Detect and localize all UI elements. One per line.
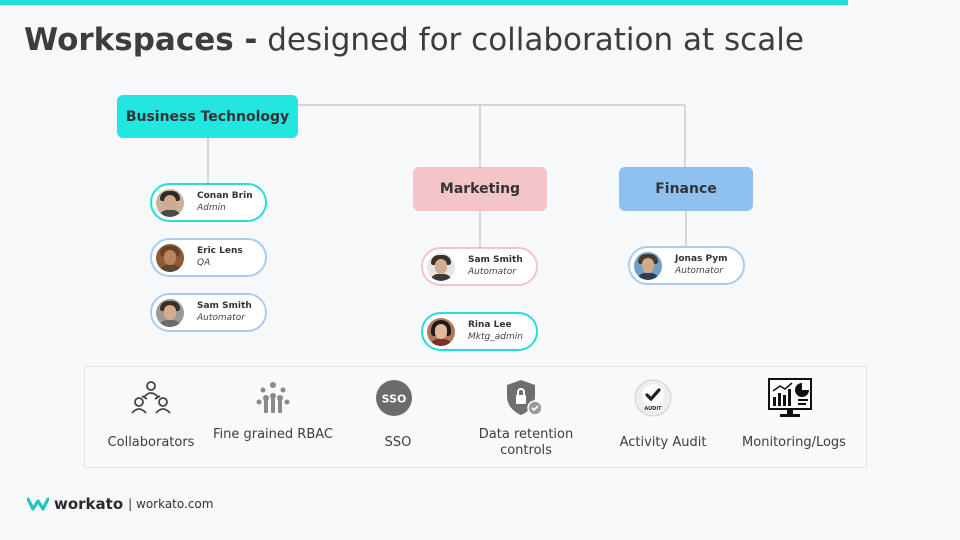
footer-url[interactable]: | workato.com [128, 497, 214, 511]
svg-text:AUDIT: AUDIT [644, 406, 662, 412]
data-retention-icon [507, 380, 543, 416]
workspace-marketing[interactable]: Marketing [413, 167, 547, 211]
monitoring-icon [768, 378, 812, 417]
brand-name: workato [54, 495, 124, 513]
avatar [634, 251, 662, 280]
footer: workato | workato.com [27, 495, 213, 513]
rbac-icon [256, 382, 290, 413]
title-rest: designed for collaboration at scale [257, 22, 804, 58]
feature-label-data-retention: Data retention controls [478, 427, 574, 458]
member-role: QA [197, 258, 211, 268]
member-name: Rina Lee [468, 320, 512, 330]
avatar [427, 252, 455, 281]
member-role: Mktg_admin [468, 332, 523, 342]
member-role: Automator [468, 267, 516, 277]
member-name: Jonas Pym [675, 254, 728, 264]
avatar [156, 188, 184, 217]
feature-label-rbac: Fine grained RBAC [212, 427, 333, 442]
feature-label-sso: SSO [384, 435, 412, 450]
member-role: Admin [197, 203, 226, 213]
avatar [427, 317, 455, 346]
workspace-finance[interactable]: Finance [619, 167, 753, 211]
feature-label-monitoring: Monitoring/Logs [742, 435, 846, 450]
collaborators-icon [131, 381, 171, 414]
member-role: Automator [197, 313, 245, 323]
member-name: Conan Brin [197, 191, 253, 201]
audit-icon: AUDIT [634, 379, 672, 417]
member-name: Eric Lens [197, 246, 243, 256]
avatar [156, 298, 184, 327]
avatar [156, 243, 184, 272]
page-title: Workspaces - designed for collaboration … [24, 22, 804, 58]
workspace-business-technology[interactable]: Business Technology [117, 95, 298, 138]
feature-label-collaborators: Collaborators [107, 435, 195, 450]
svg-text:SSO: SSO [382, 393, 407, 406]
features-panel [84, 366, 867, 468]
member-name: Sam Smith [197, 301, 252, 311]
sso-icon: SSO [376, 380, 412, 416]
top-accent-bar [0, 0, 848, 5]
title-bold: Workspaces - [24, 22, 258, 58]
feature-label-activity-audit: Activity Audit [619, 435, 707, 450]
workato-logo-icon [27, 497, 49, 511]
member-role: Automator [675, 266, 723, 276]
member-name: Sam Smith [468, 255, 523, 265]
